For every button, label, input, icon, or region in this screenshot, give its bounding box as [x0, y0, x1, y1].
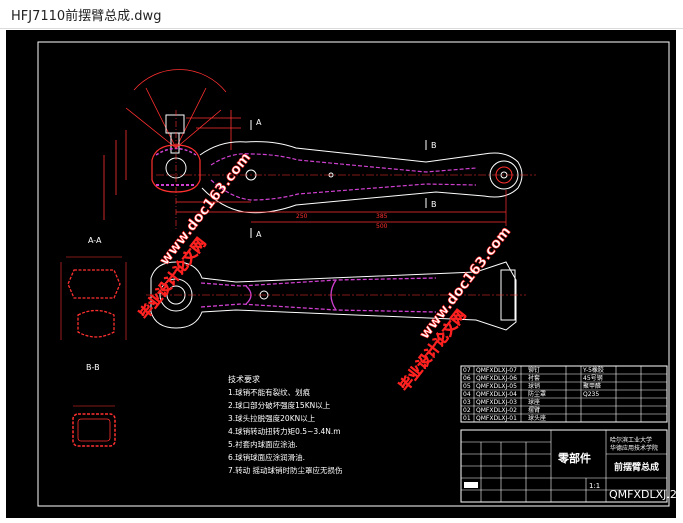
window-title: HFJ7110前摆臂总成.dwg [11, 9, 162, 24]
section-label-b-top: B [431, 141, 437, 150]
section-b-b: B-B [72, 363, 116, 447]
section-title-aa: A-A [88, 236, 102, 245]
tech-req-item-4: 4.球销转动扭转力矩0.5~3.4N.m [228, 426, 341, 436]
part-no-4: 04 [463, 391, 471, 398]
section-label-b-bottom: B [431, 200, 437, 209]
main-view: A A B B 250 385 500 [103, 69, 536, 239]
watermark-url-1: www.doc163.com [157, 150, 255, 269]
section-label-a-bottom: A [256, 230, 262, 239]
part-name-6: 摆臂 [528, 406, 540, 414]
part-code-5: QMFXDLXJ-03 [476, 399, 517, 406]
dimension-label-1: 250 [296, 213, 308, 220]
part-name-5: 球座 [528, 398, 540, 406]
department-name: 华德应用技术学院 [610, 444, 658, 452]
assembly-name: 前摆臂总成 [614, 461, 659, 473]
part-no-6: 02 [463, 407, 471, 414]
section-title-bb: B-B [86, 363, 100, 372]
tech-req-item-6: 6.球销球面应涂润滑油. [228, 452, 305, 462]
material-1: Y-5橡胶 [582, 366, 604, 374]
length-dimensions [176, 190, 507, 226]
tech-req-item-7: 7.转动 摇动球销时防尘罩应无损伤 [228, 465, 343, 475]
material-3: 聚甲醛 [583, 382, 601, 390]
drawing-svg: A A B B 250 385 500 A-A [37, 41, 677, 507]
tech-req-item-1: 1.球销不能有裂纹、划痕 [228, 387, 311, 397]
part-name-4: 防尘罩 [528, 390, 546, 398]
tech-requirements: 技术要求 1.球销不能有裂纹、划痕 2.球口部分破坏强度15KN以上 3.球头拉… [228, 374, 343, 475]
section-a-a: A-A [60, 236, 127, 340]
part-code-2: QMFXDLXJ-06 [476, 375, 517, 382]
part-name-7: 球头座 [528, 414, 546, 422]
dimension-label-3: 500 [376, 223, 388, 230]
part-type-label: 零部件 [557, 451, 591, 465]
drawing-scale: 1:1 [589, 482, 600, 490]
part-code-7: QMFXDLXJ-01 [476, 415, 517, 422]
section-cut-lines [250, 120, 427, 238]
drawing-frame [37, 41, 670, 507]
tech-req-item-5: 5.衬套内球面应涂油. [228, 439, 298, 449]
part-name-1: 铆钉 [528, 366, 540, 374]
part-code-1: QMFXDLXJ-07 [476, 367, 517, 374]
part-no-3: 05 [463, 383, 471, 390]
material-4: Q235 [583, 391, 599, 398]
bottom-view [146, 261, 526, 331]
part-no-7: 01 [463, 415, 471, 422]
dimension-label-2: 385 [376, 213, 388, 220]
part-no-5: 03 [463, 399, 471, 406]
watermark-url-2: www.doc163.com [417, 224, 515, 343]
ball-joint [151, 110, 201, 230]
title-block: 07 QMFXDLXJ-07 铆钉 06 QMFXDLXJ-06 衬套 05 Q… [460, 365, 677, 503]
drawing-canvas[interactable]: A A B B 250 385 500 A-A [6, 30, 677, 518]
part-name-2: 衬套 [528, 374, 540, 382]
tech-req-item-3: 3.球头拉脱强度20KN以上 [228, 413, 316, 423]
part-code-4: QMFXDLXJ-04 [476, 391, 517, 398]
part-no-2: 06 [463, 375, 471, 382]
window-titlebar: HFJ7110前摆臂总成.dwg [0, 0, 683, 29]
drawing-number: QMFXDLXJ.2 [609, 488, 676, 501]
part-code-3: QMFXDLXJ-05 [476, 383, 517, 390]
watermark-4: www.doc163.com [416, 223, 515, 343]
section-label-a-top: A [256, 118, 262, 127]
ball-joint-dimension-fan [103, 69, 241, 220]
part-name-3: 球销 [528, 382, 540, 390]
part-code-6: QMFXDLXJ-02 [476, 407, 517, 414]
arm-front-outline [156, 141, 536, 214]
watermark-2: www.doc163.com [156, 149, 255, 269]
tech-req-heading: 技术要求 [228, 374, 260, 384]
part-no-1: 07 [463, 367, 471, 374]
school-name: 哈尔滨工业大学 [610, 436, 652, 444]
material-2: 45号钢 [583, 374, 603, 382]
title-block-mark [464, 482, 478, 488]
tech-req-item-2: 2.球口部分破坏强度15KN以上 [228, 400, 331, 410]
